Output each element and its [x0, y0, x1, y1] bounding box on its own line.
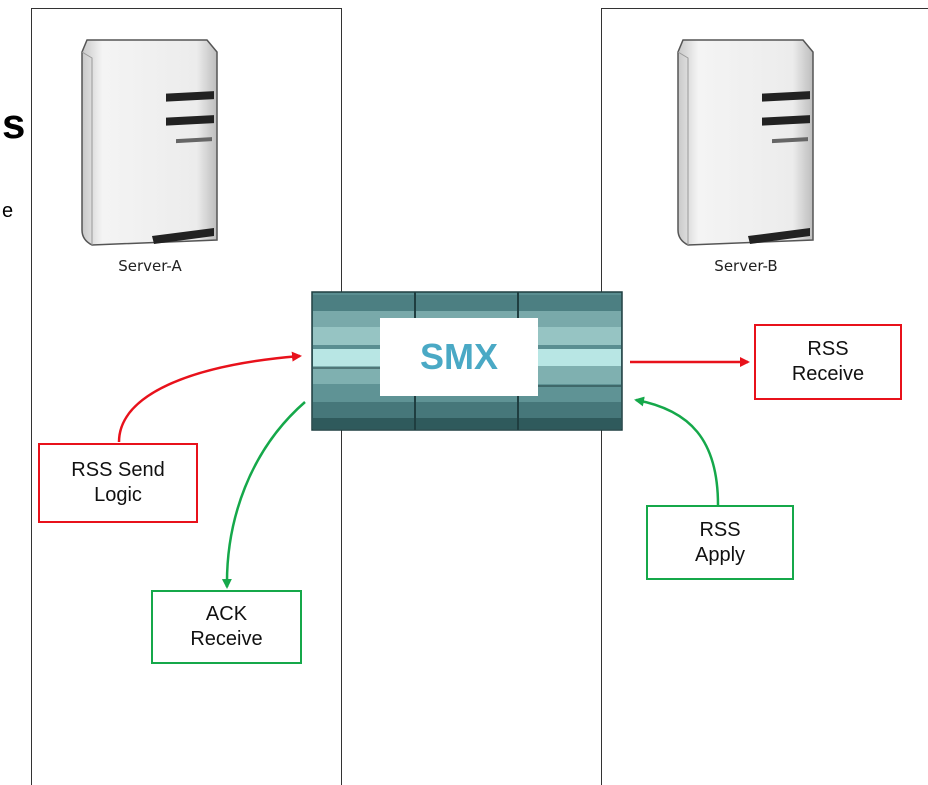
server-b-label: Server-B: [714, 257, 778, 275]
clipped-text-fragment: e: [2, 200, 14, 222]
rss-send-logic-box: RSS Send Logic: [38, 443, 198, 523]
send-to-smx-arrow: [117, 351, 302, 443]
smx-label: SMX: [380, 318, 538, 396]
smx-to-ack-receive-arrow: [221, 401, 306, 589]
ack-receive-box: ACK Receive: [151, 590, 302, 664]
server-b-icon: [677, 39, 814, 246]
server-a-label: Server-A: [118, 257, 182, 275]
rss-apply-to-smx-arrow: [634, 396, 720, 506]
rss-receive-box: RSS Receive: [754, 324, 902, 400]
server-a-icon: [81, 39, 218, 246]
rss-apply-box: RSS Apply: [646, 505, 794, 580]
clipped-title-fragment: s: [2, 100, 26, 147]
